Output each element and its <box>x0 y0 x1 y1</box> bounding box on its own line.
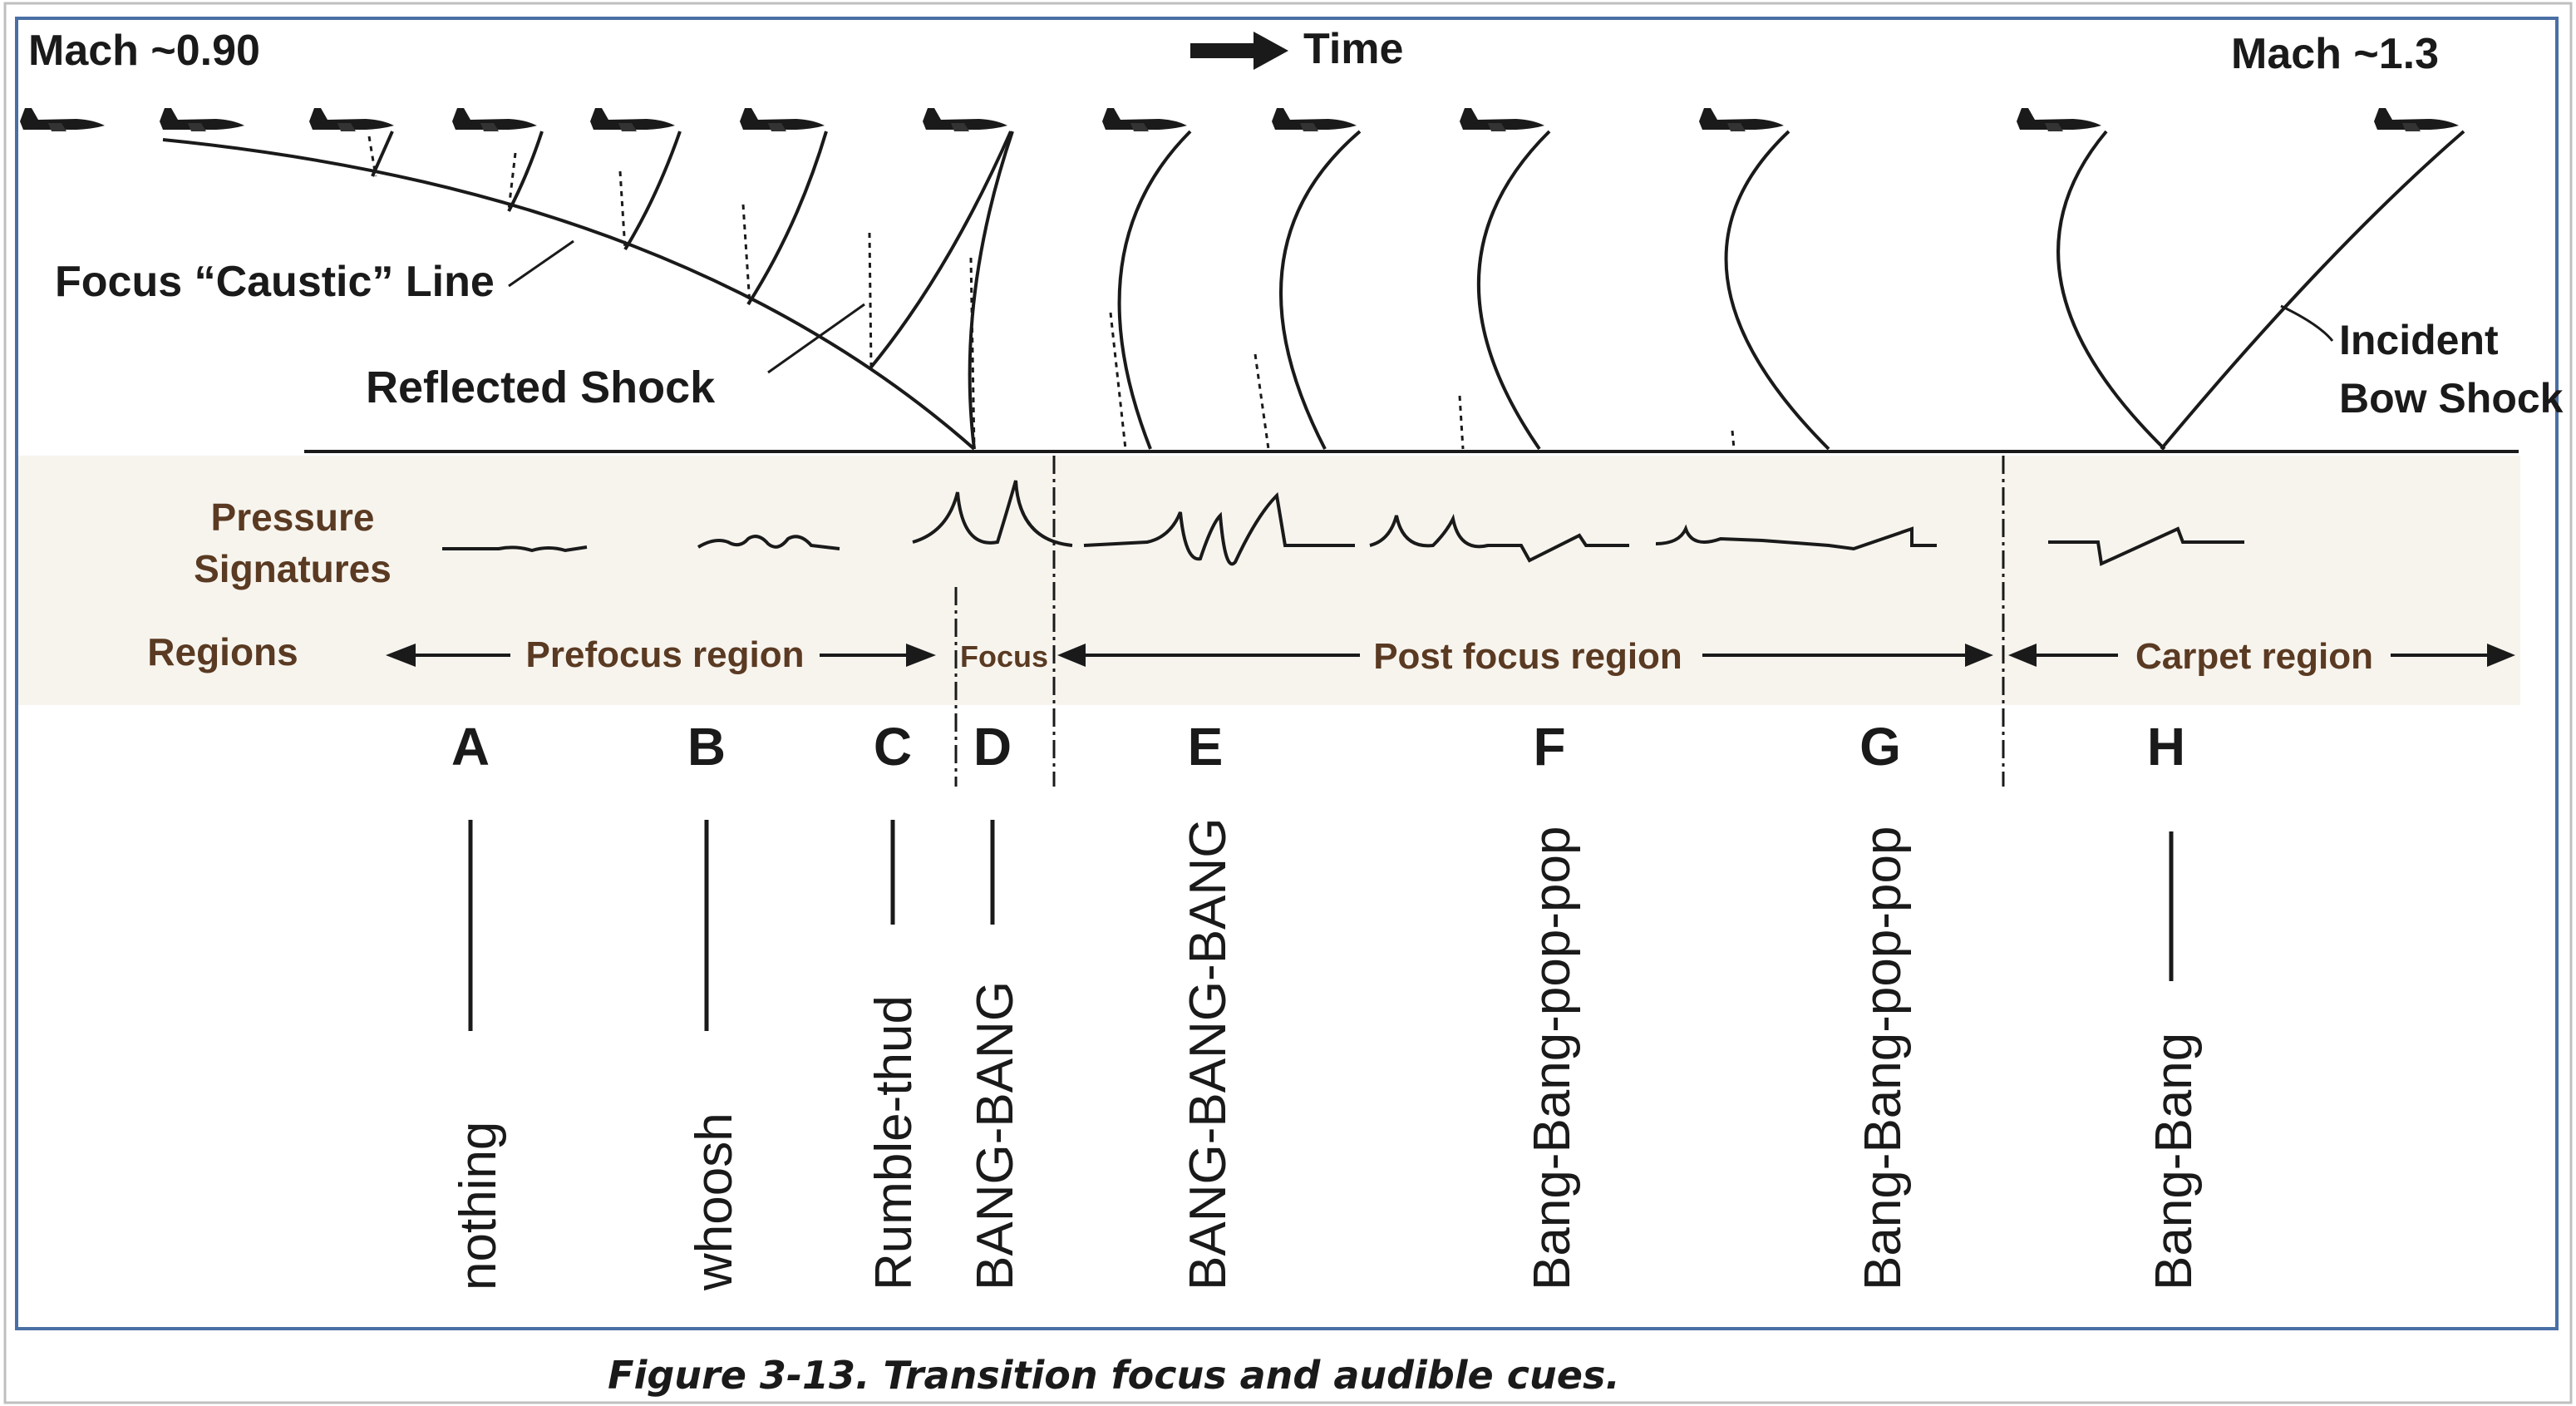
mach-end-label: Mach ~1.3 <box>2231 30 2439 78</box>
prefocus-region-label: Prefocus region <box>526 634 805 675</box>
signature-b <box>697 535 840 550</box>
time-label: Time <box>1303 25 1403 73</box>
arrowhead-left-icon <box>1057 644 1086 667</box>
regions-label: Regions <box>147 630 298 673</box>
outer-border <box>3 2 2573 1404</box>
dashed-shock <box>618 170 627 250</box>
sound-descriptions: nothing whoosh Rumble-thud BANG-BANG BAN… <box>450 818 2203 1291</box>
sound-label: Bang-Bang-pop-pop <box>1854 826 1912 1290</box>
incident-shocks <box>371 130 2465 451</box>
signature-g <box>1655 524 1937 551</box>
reflected-shock-label: Reflected Shock <box>366 363 716 412</box>
shock-line <box>868 131 1012 371</box>
dashed-shock <box>969 257 976 450</box>
sound-label: Rumble-thud <box>865 995 923 1290</box>
arrowhead-left-icon <box>386 644 416 667</box>
reflected-leader <box>767 303 865 374</box>
region-arrows <box>386 644 2515 667</box>
time-arrow-icon <box>1190 32 1288 70</box>
signature-e <box>1083 491 1355 566</box>
dashed-shock <box>1458 395 1465 450</box>
position-letters: A B C D E F G H <box>451 717 2185 777</box>
shock-line <box>507 131 544 212</box>
shock-line <box>1477 130 1551 451</box>
position-letter: H <box>2147 717 2185 777</box>
caustic-leader <box>508 239 574 288</box>
shock-line <box>1279 130 1362 450</box>
signature-h <box>2048 526 2244 566</box>
arrowhead-right-icon <box>1965 644 1993 667</box>
incident-leader <box>2280 304 2334 342</box>
shock-line <box>2160 130 2465 451</box>
position-letter: F <box>1533 717 1565 777</box>
signature-a <box>442 545 588 553</box>
shock-line <box>746 131 828 306</box>
incident-label-line2: Bow Shock <box>2339 375 2564 422</box>
loudness-bars <box>468 820 2174 1031</box>
sound-label: nothing <box>450 1122 507 1290</box>
caustic-label: Focus “Caustic” Line <box>55 258 495 306</box>
region-dividers <box>954 456 2005 787</box>
position-letter: A <box>451 717 490 777</box>
arrowhead-right-icon <box>2487 644 2515 667</box>
arrowhead-left-icon <box>2008 644 2037 667</box>
dashed-shock <box>367 136 377 177</box>
pressure-band <box>18 456 2520 705</box>
mach-start-label: Mach ~0.90 <box>28 27 260 75</box>
pressure-label-line2: Signatures <box>194 547 392 590</box>
postfocus-region-label: Post focus region <box>1373 636 1682 677</box>
dashed-shock <box>741 204 751 305</box>
signature-d <box>912 480 1073 547</box>
sound-label: Bang-Bang <box>2145 1033 2203 1290</box>
sound-label: whoosh <box>686 1112 743 1291</box>
shock-line <box>2056 130 2166 451</box>
shock-line <box>968 131 1014 450</box>
sound-label: Bang-Bang-pop-pop <box>1524 826 1581 1290</box>
figure-caption: Figure 3-13. Transition focus and audibl… <box>608 1353 1620 1398</box>
dashed-shock <box>868 232 873 368</box>
focus-region-label: Focus <box>960 639 1048 673</box>
position-letter: E <box>1188 717 1224 777</box>
position-letter: C <box>874 717 912 777</box>
position-letter: D <box>973 717 1012 777</box>
arrowhead-right-icon <box>906 644 936 667</box>
position-letter: B <box>687 717 726 777</box>
sound-label: BANG-BANG <box>967 981 1024 1290</box>
shock-line <box>1724 130 1830 451</box>
incident-label-line1: Incident <box>2339 317 2499 363</box>
reflected-shocks <box>367 136 1736 450</box>
sound-label: BANG-BANG-BANG <box>1180 818 1237 1290</box>
pressure-label-line1: Pressure <box>211 496 375 539</box>
dashed-shock <box>1731 430 1736 450</box>
pressure-signatures <box>442 480 2244 566</box>
signature-f <box>1369 513 1629 563</box>
shock-line <box>623 131 682 251</box>
position-letter: G <box>1859 717 1901 777</box>
dashed-shock <box>1109 312 1127 450</box>
shock-line <box>1117 130 1192 450</box>
carpet-region-label: Carpet region <box>2135 636 2373 677</box>
